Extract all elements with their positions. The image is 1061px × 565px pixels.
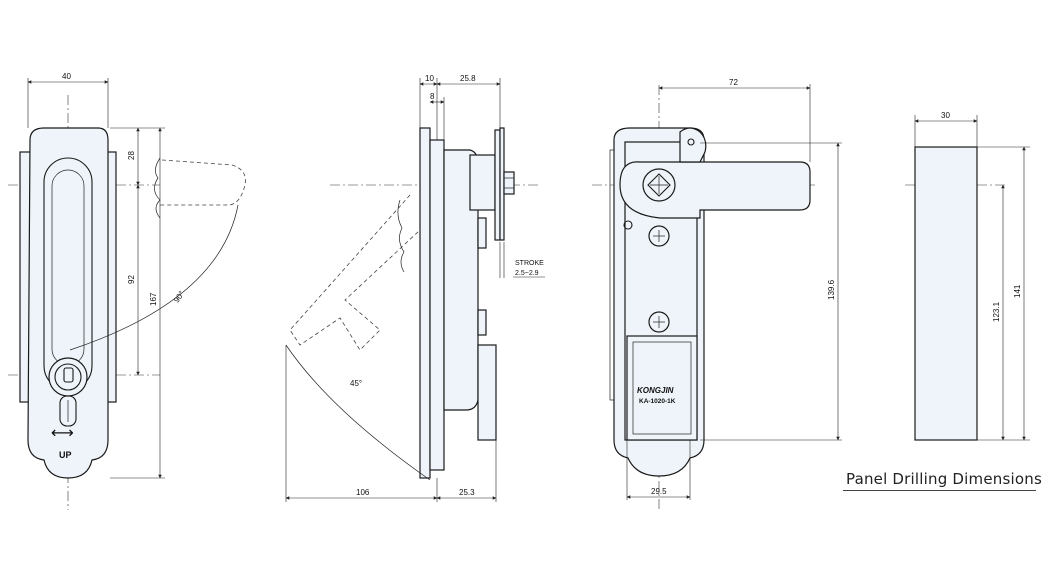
dim-167: 167: [149, 292, 158, 306]
caption-underline: [843, 490, 1036, 491]
dim-29-5: 29.5: [651, 487, 667, 496]
dim-92: 92: [127, 275, 136, 284]
front-view: ⟷ UP 90° 40 28 92 167: [8, 72, 246, 510]
dim-40: 40: [62, 72, 71, 81]
dim-141: 141: [1013, 284, 1022, 298]
dim-106: 106: [356, 488, 370, 497]
panel-drilling-caption: Panel Drilling Dimensions: [846, 470, 1042, 488]
handle-arrow-icon: ⟷: [51, 423, 74, 442]
dim-10: 10: [425, 74, 434, 83]
model-marking: KA-1020-1K: [639, 398, 676, 405]
dim-25-3: 25.3: [459, 488, 475, 497]
dim-25-8: 25.8: [460, 74, 476, 83]
dim-30: 30: [941, 111, 950, 120]
dim-28: 28: [127, 151, 136, 160]
brand-marking: KONGJIN: [637, 386, 674, 395]
stroke-label: STROKE: [515, 260, 544, 267]
side-view: 45° 10 25.8 8 STROKE 2.5~2.9 106 25.3: [285, 74, 545, 502]
up-marking: UP: [59, 450, 72, 460]
dim-72: 72: [729, 78, 738, 87]
angle-45-label: 45°: [350, 379, 362, 388]
dim-8: 8: [430, 92, 435, 101]
panel-view: 30 123.1 141: [905, 111, 1030, 441]
dim-123-1: 123.1: [992, 301, 1001, 322]
stroke-range: 2.5~2.9: [515, 270, 539, 277]
rear-view: KONGJIN KA-1020-1K 72 139.6 29.5: [592, 78, 842, 510]
dim-139-6: 139.6: [827, 279, 836, 300]
